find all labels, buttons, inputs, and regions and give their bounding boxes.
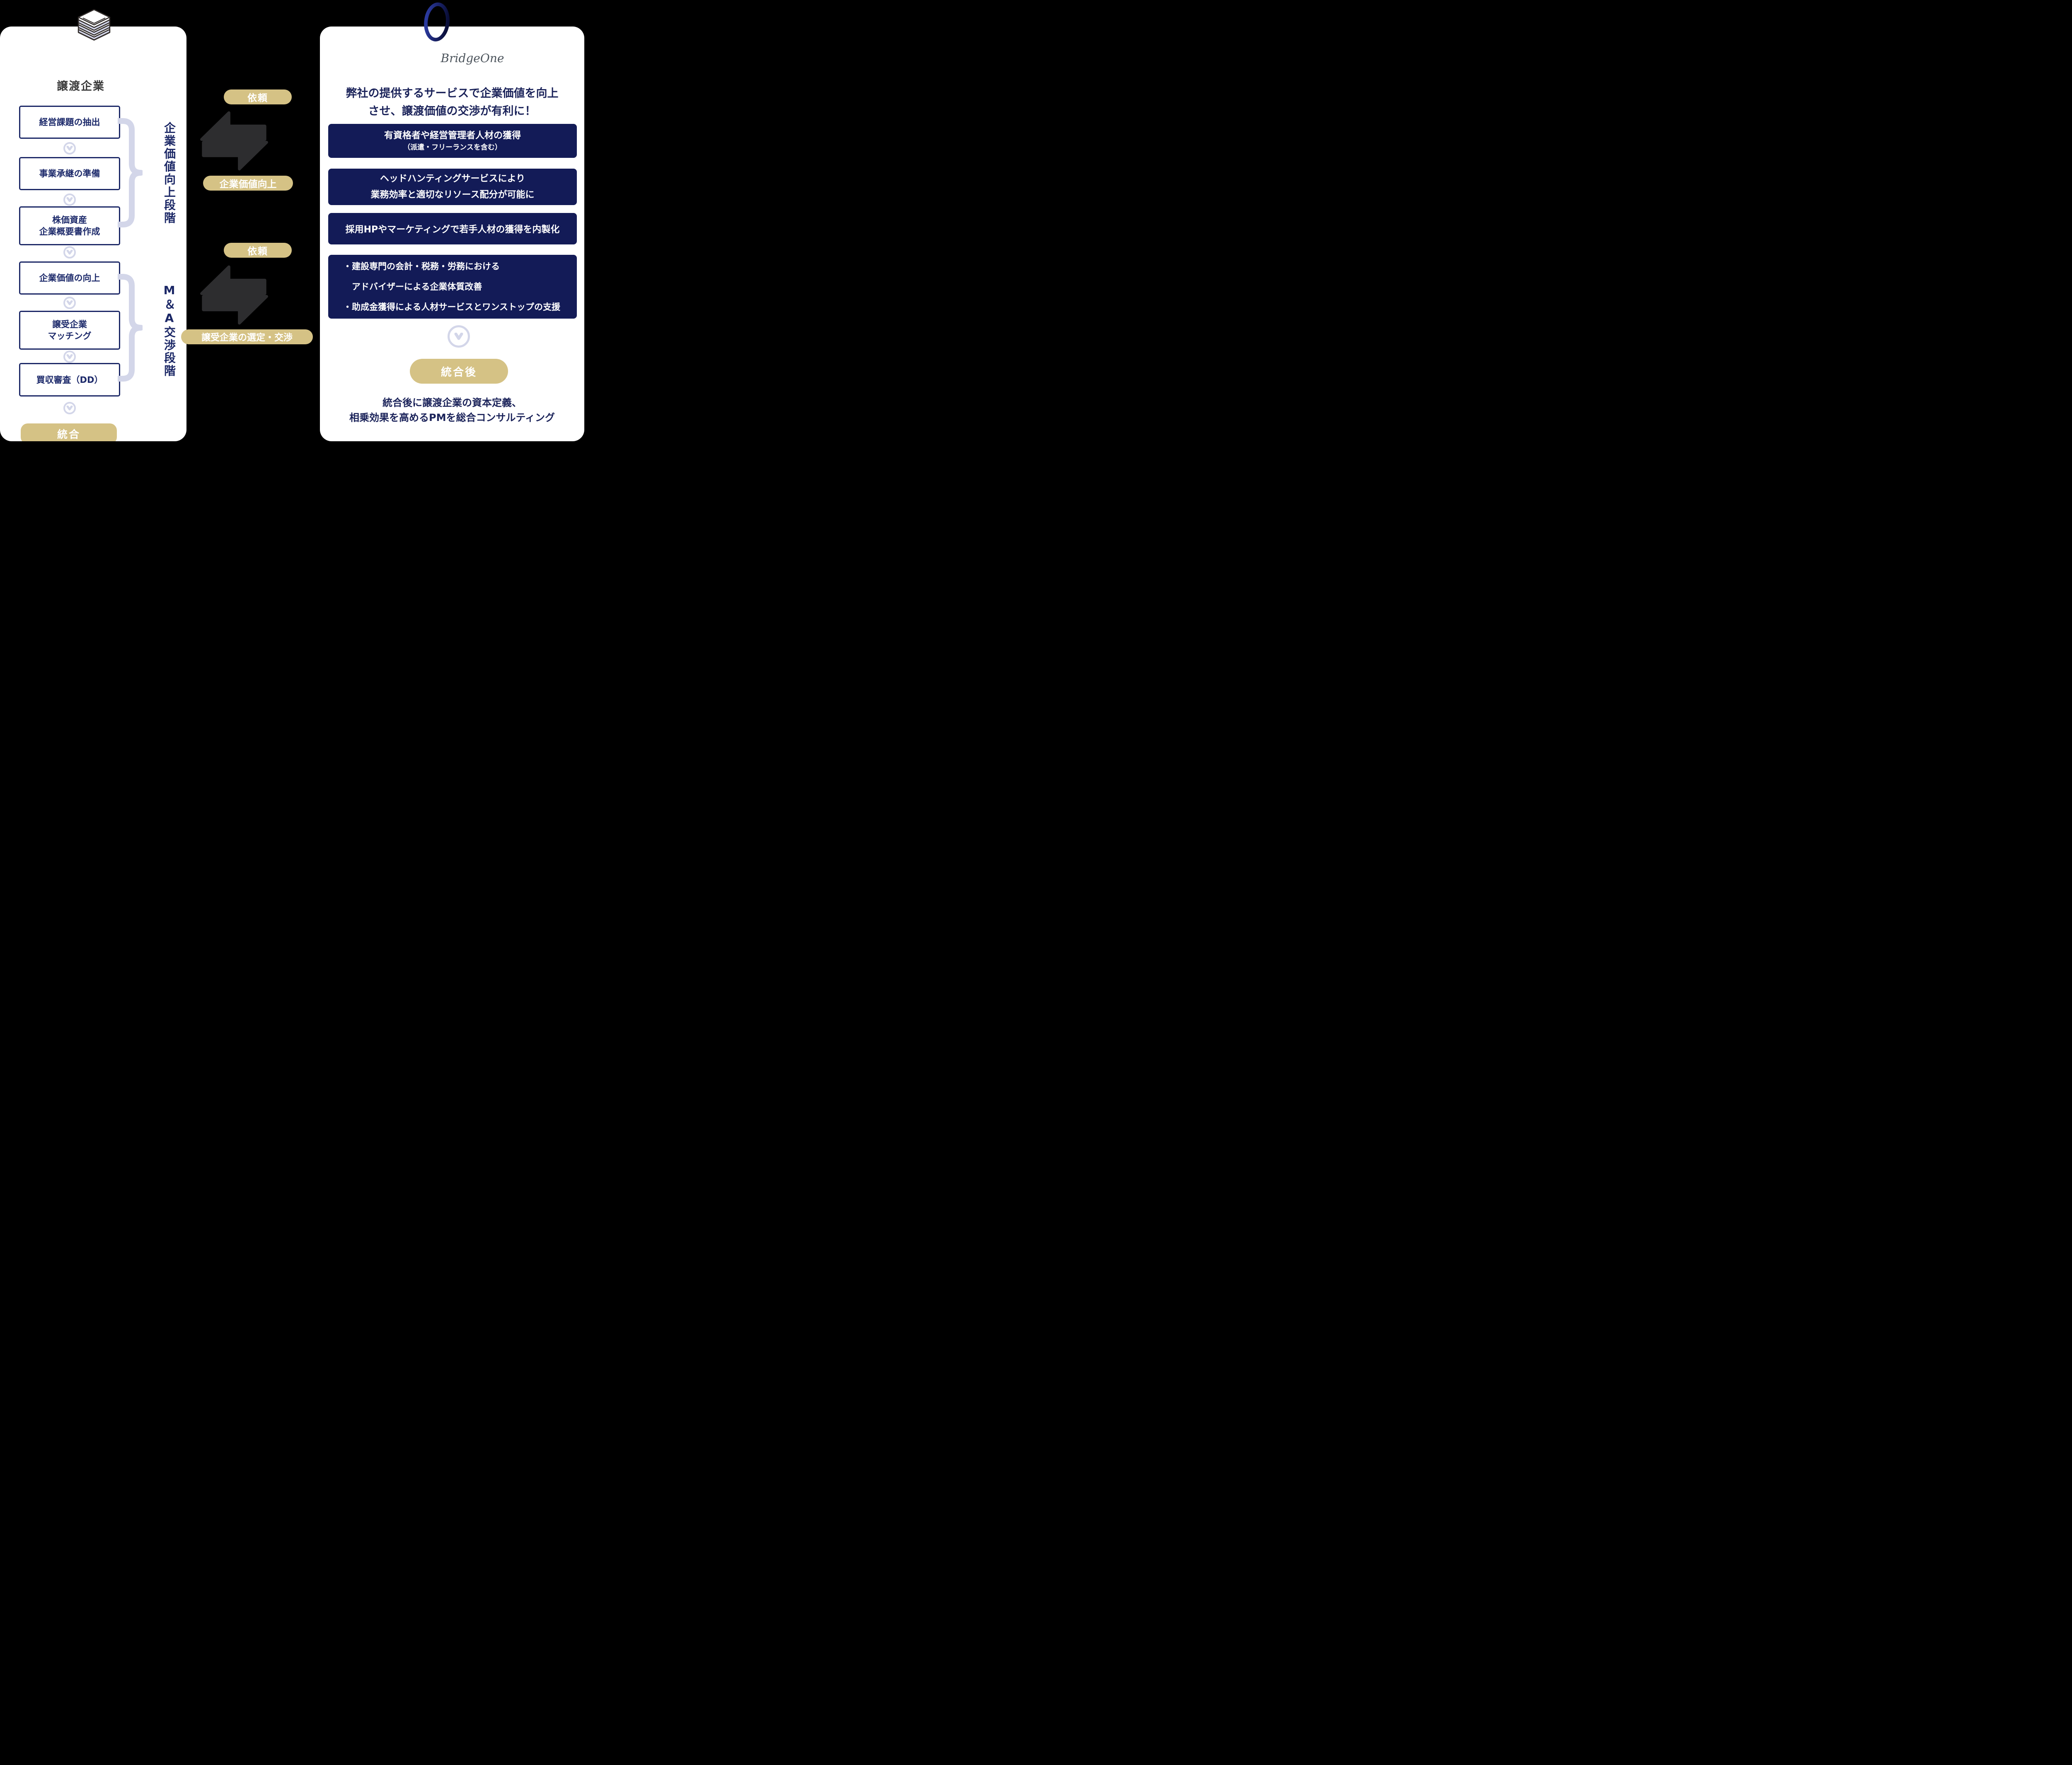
phase-label-ma-negotiation: M＆A交渉段階 xyxy=(162,283,176,377)
step-box-buyer-matching: 譲受企業 マッチング xyxy=(19,311,120,350)
footer-line-1: 統合後に譲渡企業の資本定義、 xyxy=(382,397,522,409)
step-line: 企業概要書作成 xyxy=(39,227,100,237)
heading-line-1: 弊社の提供するサービスで企業価値を向上 xyxy=(346,87,559,100)
bridgeone-ring-logo-icon xyxy=(424,2,450,41)
post-integration-pill: 統合後 xyxy=(410,359,508,384)
chevron-down-icon xyxy=(63,246,76,259)
post-integration-description: 統合後に譲渡企業の資本定義、 相乗効果を高めるPMを総合コンサルティング xyxy=(320,395,584,425)
step-line: 譲受企業 xyxy=(52,319,87,329)
right-panel-heading: 弊社の提供するサービスで企業価値を向上 させ、譲渡価値の交渉が有利に！ xyxy=(324,85,580,120)
service-line: ・建設専門の会計・税務・労務における xyxy=(343,261,500,271)
step-line: 経営課題の抽出 xyxy=(39,117,100,127)
footer-line-2: 相乗効果を高めるPMを総合コンサルティング xyxy=(349,412,555,423)
request-pill: 依頼 xyxy=(224,89,292,104)
step-line: マッチング xyxy=(48,331,92,341)
bridgeone-logo-text: BridgeOne xyxy=(441,51,504,65)
service-line: ヘッドハンティングサービスにより xyxy=(380,174,525,184)
exchange-arrows-icon xyxy=(200,265,268,325)
service-line: 業務効率と適切なリソース配分が可能に xyxy=(370,190,535,200)
step-line: 事業承継の準備 xyxy=(39,169,100,179)
service-box-talent-acquisition: 有資格者や経営管理者人材の獲得 （派遣・フリーランスを含む） xyxy=(328,124,577,158)
chevron-down-icon xyxy=(63,351,76,363)
chevron-down-icon xyxy=(63,297,76,309)
integration-pill: 統合 xyxy=(21,423,117,441)
phase-brace xyxy=(118,274,143,382)
exchange-arrows-icon xyxy=(200,111,268,171)
chevron-down-icon xyxy=(63,142,76,155)
phase-label-value-improvement: 企業価値向上段階 xyxy=(162,122,176,225)
service-line: （派遣・フリーランスを含む） xyxy=(403,143,502,152)
step-box-management-issues: 経営課題の抽出 xyxy=(19,106,120,139)
building-stack-icon xyxy=(77,9,111,41)
service-box-advisory-subsidy: ・建設専門の会計・税務・労務における アドバイザーによる企業体質改善 ・助成金獲… xyxy=(328,255,577,319)
service-line: 採用HPやマーケティングで若手人材の獲得を内製化 xyxy=(345,225,560,235)
step-line: 企業価値の向上 xyxy=(39,273,100,283)
step-box-succession-prep: 事業承継の準備 xyxy=(19,157,120,190)
chevron-down-icon xyxy=(63,402,76,414)
result-pill-value-up: 企業価値向上 xyxy=(203,176,293,191)
step-line: 株価資産 xyxy=(52,215,87,225)
service-line: ・助成金獲得による人材サービスとワンストップの支援 xyxy=(343,302,560,312)
request-pill: 依頼 xyxy=(224,243,292,258)
step-line: 買収審査（DD） xyxy=(36,375,103,385)
service-line: 有資格者や経営管理者人材の獲得 xyxy=(384,131,521,141)
phase-brace xyxy=(118,118,143,227)
service-line: アドバイザーによる企業体質改善 xyxy=(343,281,482,292)
transferring-company-panel: 譲渡企業 経営課題の抽出 事業承継の準備 株価資産 企業概要書作成 企業価値の向… xyxy=(0,27,186,441)
service-box-headhunting: ヘッドハンティングサービスにより 業務効率と適切なリソース配分が可能に xyxy=(328,169,577,205)
step-box-due-diligence: 買収審査（DD） xyxy=(19,363,120,397)
chevron-down-icon xyxy=(63,193,76,206)
step-box-value-improvement: 企業価値の向上 xyxy=(19,261,120,295)
step-box-valuation-docs: 株価資産 企業概要書作成 xyxy=(19,206,120,245)
heading-line-2: させ、譲渡価値の交渉が有利に！ xyxy=(368,105,536,118)
result-pill-buyer-selection: 譲受企業の選定・交渉 xyxy=(181,329,313,344)
diagram-canvas: 譲渡企業 経営課題の抽出 事業承継の準備 株価資産 企業概要書作成 企業価値の向… xyxy=(0,0,584,441)
service-box-recruiting-marketing: 採用HPやマーケティングで若手人材の獲得を内製化 xyxy=(328,213,577,244)
chevron-down-icon xyxy=(448,325,470,348)
transferring-company-title: 譲渡企業 xyxy=(57,80,105,93)
